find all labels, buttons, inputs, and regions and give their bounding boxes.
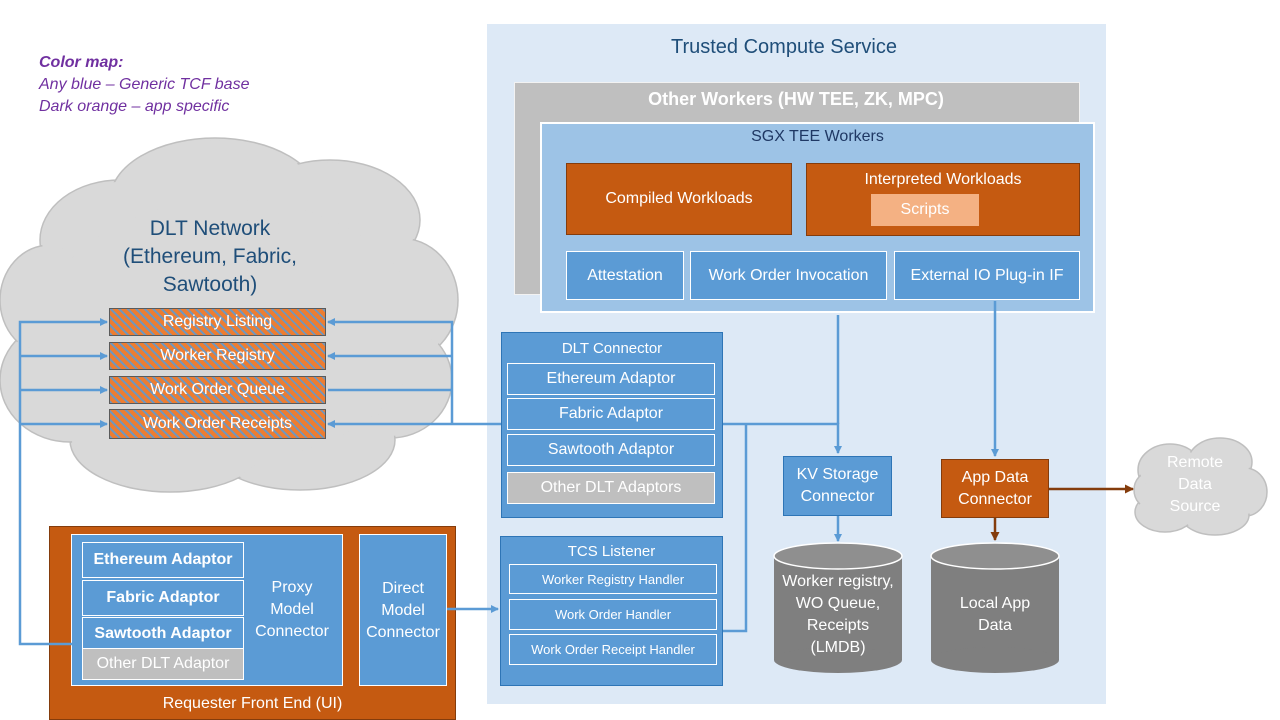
legend-blue: Any blue – Generic TCF base xyxy=(39,76,250,93)
remote-line-2: Data xyxy=(1178,476,1212,493)
requester-sawtooth-adaptor: Sawtooth Adaptor xyxy=(82,617,244,650)
registry-listing: Registry Listing xyxy=(109,308,326,336)
requester-other-dlt-adaptor: Other DLT Adaptor xyxy=(82,648,244,680)
worker-registry: Worker Registry xyxy=(109,342,326,370)
proxy-model-label: Proxy Model Connector xyxy=(248,577,336,643)
dlt-sawtooth-adaptor: Sawtooth Adaptor xyxy=(507,434,715,466)
local-app-data-label: Local App Data xyxy=(931,593,1059,637)
lmdb-line-3: Receipts xyxy=(806,617,870,634)
lmdb-line-4: (LMDB) xyxy=(810,639,866,656)
kv-storage-connector: KV Storage Connector xyxy=(783,456,892,516)
remote-line-1: Remote xyxy=(1166,454,1224,471)
lmdb-line-2: WO Queue, xyxy=(795,595,881,612)
requester-front-end-title: Requester Front End (UI) xyxy=(162,695,343,712)
local-app-data-line-2: Data xyxy=(978,617,1012,634)
sgx-title: SGX TEE Workers xyxy=(751,128,884,145)
local-app-data-line-1: Local App xyxy=(959,595,1031,612)
dlt-network-title-line-3: Sawtooth) xyxy=(162,273,258,296)
external-io-plugin-box: External IO Plug-in IF xyxy=(894,251,1080,300)
remote-data-source-label: Remote Data Source xyxy=(1148,452,1242,518)
dlt-connector-title: DLT Connector xyxy=(561,339,663,357)
work-order-receipts: Work Order Receipts xyxy=(109,409,326,439)
dlt-fabric-adaptor: Fabric Adaptor xyxy=(507,398,715,430)
tcs-listener: TCS Listener xyxy=(500,536,723,686)
work-order-invocation-box: Work Order Invocation xyxy=(690,251,887,300)
direct-line-3: Connector xyxy=(366,624,440,641)
legend-orange: Dark orange – app specific xyxy=(39,98,230,115)
direct-line-1: Direct xyxy=(382,580,424,597)
tcs-title: Trusted Compute Service xyxy=(670,35,897,58)
work-order-receipt-handler: Work Order Receipt Handler xyxy=(509,634,717,665)
work-order-queue: Work Order Queue xyxy=(109,376,326,404)
dlt-ethereum-adaptor: Ethereum Adaptor xyxy=(507,363,715,395)
direct-line-2: Model xyxy=(381,602,425,619)
interpreted-workloads: Interpreted Workloads Scripts xyxy=(806,163,1080,236)
work-order-handler: Work Order Handler xyxy=(509,599,717,630)
lmdb-label: Worker registry, WO Queue, Receipts (LMD… xyxy=(774,571,902,659)
attestation-box: Attestation xyxy=(566,251,684,300)
proxy-line-2: Model xyxy=(270,601,314,618)
scripts-box: Scripts xyxy=(871,194,979,226)
dlt-network-title-line-1: DLT Network xyxy=(149,217,271,240)
color-map-legend: Color map: Any blue – Generic TCF base D… xyxy=(39,52,249,118)
dlt-network-title: DLT Network (Ethereum, Fabric, Sawtooth) xyxy=(100,215,320,299)
remote-line-3: Source xyxy=(1169,498,1221,515)
dlt-other-adaptors: Other DLT Adaptors xyxy=(507,472,715,504)
requester-fabric-adaptor: Fabric Adaptor xyxy=(82,580,244,616)
worker-registry-handler: Worker Registry Handler xyxy=(509,564,717,594)
tcs-listener-title: TCS Listener xyxy=(567,542,656,560)
app-data-connector: App Data Connector xyxy=(941,459,1049,518)
other-workers-title: Other Workers (HW TEE, ZK, MPC) xyxy=(648,88,944,109)
proxy-line-3: Connector xyxy=(255,623,329,640)
compiled-workloads: Compiled Workloads xyxy=(566,163,792,235)
dlt-network-title-line-2: (Ethereum, Fabric, xyxy=(123,245,297,268)
proxy-line-1: Proxy xyxy=(271,579,313,596)
interpreted-workloads-label: Interpreted Workloads xyxy=(864,171,1022,188)
legend-title: Color map: xyxy=(39,54,124,71)
lmdb-line-1: Worker registry, xyxy=(782,573,894,590)
requester-ethereum-adaptor: Ethereum Adaptor xyxy=(82,542,244,578)
direct-model-connector: Direct Model Connector xyxy=(359,534,447,686)
direct-model-label: Direct Model Connector xyxy=(360,578,446,644)
